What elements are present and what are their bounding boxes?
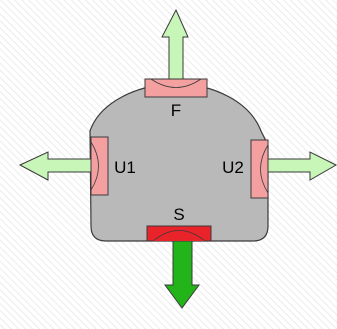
right-sensor bbox=[250, 139, 269, 199]
left-sensor bbox=[90, 136, 109, 196]
front-sensor-label: F bbox=[171, 101, 181, 120]
right-sensor-label: U2 bbox=[222, 158, 244, 177]
rear-sensor bbox=[146, 225, 212, 242]
rear-sensor-label: S bbox=[173, 205, 184, 224]
robot-body bbox=[89, 83, 269, 242]
front-sensor bbox=[144, 78, 208, 98]
left-sensor-label: U1 bbox=[114, 158, 136, 177]
